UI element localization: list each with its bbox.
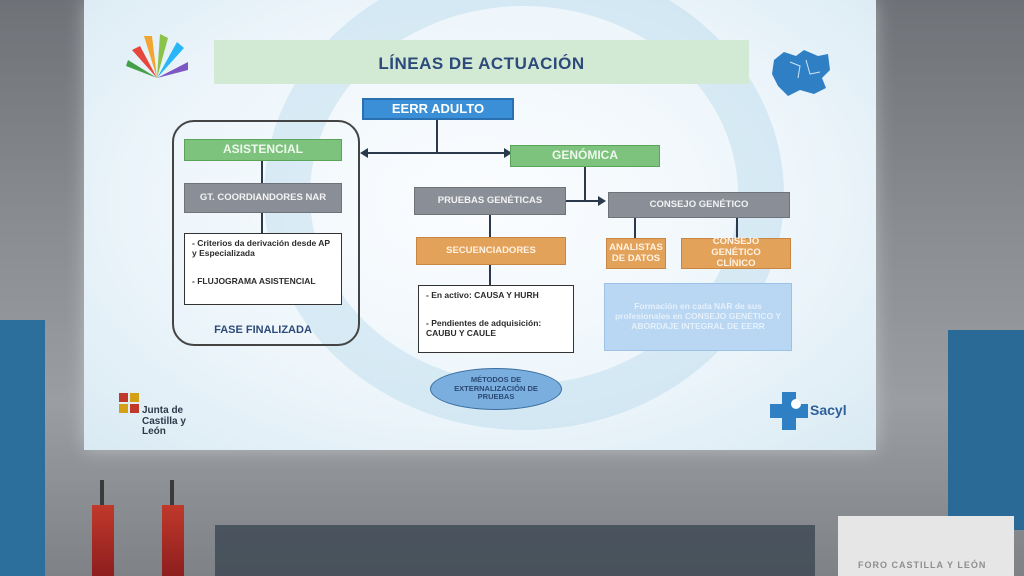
wall-panel-right: [948, 330, 1024, 530]
analistas-box: ANALISTAS DE DATOS: [606, 238, 666, 269]
formacion-box: Formación en cada NAR de sus profesional…: [604, 283, 792, 351]
stage-bar: [215, 525, 815, 576]
consejo-clinico-box: CONSEJO GENÉTICO CLÍNICO: [681, 236, 791, 269]
arrow-right-icon: [504, 148, 512, 158]
asistencial-container: [172, 120, 360, 346]
asistencial-item-1: - Criterios da derivación desde AP y Esp…: [192, 238, 330, 258]
fase-status: FASE FINALIZADA: [214, 324, 312, 336]
projected-slide: LÍNEAS DE ACTUACIÓN EERR ADULTO ASISTENC…: [84, 0, 876, 450]
externalizacion-ellipse: MÉTODOS DE EXTERNALIZACIÓN DE PRUEBAS: [430, 368, 562, 410]
junta-shield-icon: [119, 393, 139, 413]
connector-gen-down: [584, 167, 586, 201]
connector-root-down: [436, 120, 438, 153]
sec-item-2: - Pendientes de adquisición: CAUBU Y CAU…: [426, 317, 542, 338]
region-map-icon: [772, 50, 830, 96]
connector-asis-2: [261, 213, 263, 233]
connector-consejo-left: [634, 218, 636, 238]
title-band: [214, 40, 749, 84]
wall-panel-left: [0, 320, 45, 576]
connector-sec: [489, 265, 491, 285]
asistencial-items: - Criterios da derivación desde AP y Esp…: [184, 233, 342, 305]
secuenciadores-items: - En activo: CAUSA Y HURH - Pendientes d…: [418, 285, 574, 353]
arrow-gen-right-icon: [598, 196, 606, 206]
flag-1: [92, 505, 114, 576]
arrow-left-icon: [360, 148, 368, 158]
secuenciadores-box: SECUENCIADORES: [416, 237, 566, 265]
sacyl-cross-icon: [770, 392, 808, 430]
lectern-text: FORO CASTILLA Y LEÓN: [858, 560, 987, 570]
sec-item-1: - En activo: CAUSA Y HURH: [426, 290, 539, 300]
consejo-box: CONSEJO GENÉTICO: [608, 192, 790, 218]
asistencial-header: ASISTENCIAL: [184, 139, 342, 161]
pruebas-box: PRUEBAS GENÉTICAS: [414, 187, 566, 215]
slide-title: LÍNEAS DE ACTUACIÓN: [378, 54, 585, 73]
root-box: EERR ADULTO: [362, 98, 514, 120]
coordinators-box: GT. COORDIANDORES NAR: [184, 183, 342, 213]
connector-asis-1: [261, 161, 263, 183]
junta-logo-text: Junta de Castilla y León: [142, 405, 186, 437]
sacyl-logo-text: Sacyl: [810, 402, 847, 418]
connector-consejo-right: [736, 218, 738, 238]
connector-gen-horizontal: [566, 200, 602, 202]
lectern: FORO CASTILLA Y LEÓN: [838, 516, 1014, 576]
connector-pruebas: [489, 215, 491, 237]
hands-logo-icon: [126, 34, 188, 78]
asistencial-item-2: - FLUJOGRAMA ASISTENCIAL: [192, 275, 316, 286]
flag-2: [162, 505, 184, 576]
connector-horizontal: [366, 152, 508, 154]
genomica-header: GENÓMICA: [510, 145, 660, 167]
